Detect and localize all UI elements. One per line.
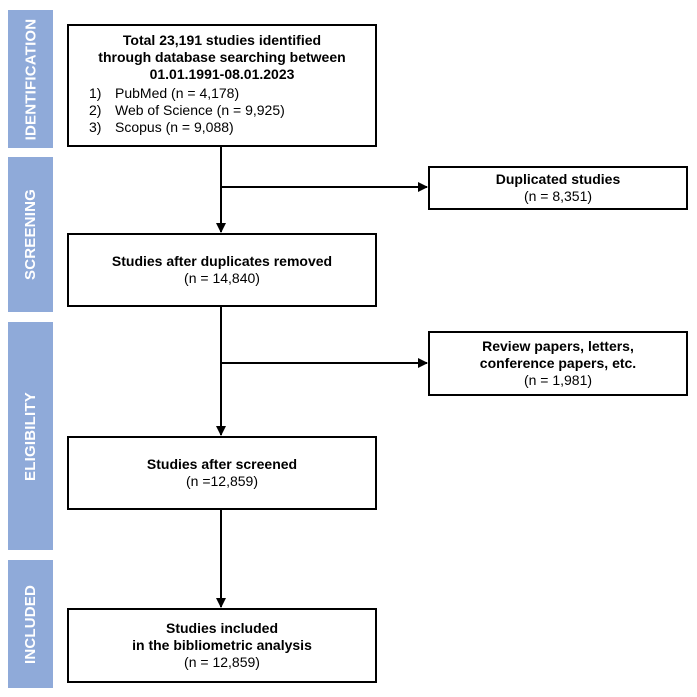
database-source-item: 2) Web of Science (n = 9,925) (89, 102, 369, 119)
included-count: (n = 12,859) (184, 654, 260, 670)
included-title-line2: in the bibliometric analysis (132, 637, 312, 653)
after-screened-count: (n =12,859) (186, 473, 258, 489)
excluded-count: (n = 1,981) (523, 372, 593, 388)
identification-title-line1: Total 23,191 studies identified (122, 32, 322, 48)
after-duplicates-title: Studies after duplicates removed (111, 253, 333, 269)
source-text: PubMed (n = 4,178) (115, 85, 240, 101)
source-number: 3) (89, 119, 102, 135)
excluded-title-line1: Review papers, letters, (482, 338, 634, 354)
stage-included: INCLUDED (8, 560, 53, 688)
source-text: Scopus (n = 9,088) (115, 119, 234, 135)
source-number: 1) (89, 85, 102, 101)
included-box: Studies included in the bibliometric ana… (67, 608, 377, 683)
identification-title-line2: through database searching between (98, 49, 346, 65)
source-text: Web of Science (n = 9,925) (115, 102, 285, 118)
database-source-item: 3) Scopus (n = 9,088) (89, 119, 369, 136)
duplicates-title: Duplicated studies (495, 171, 621, 187)
stage-screening: SCREENING (8, 157, 53, 312)
after-duplicates-box: Studies after duplicates removed (n = 14… (67, 233, 377, 307)
database-source-list: 1) PubMed (n = 4,178) 2) Web of Science (n… (75, 85, 369, 136)
included-title-line1: Studies included (165, 620, 278, 636)
excluded-title-line2: conference papers, etc. (479, 355, 637, 371)
database-source-item: 1) PubMed (n = 4,178) (89, 85, 369, 102)
after-screened-box: Studies after screened (n =12,859) (67, 436, 377, 510)
source-number: 2) (89, 102, 102, 118)
duplicates-count: (n = 8,351) (523, 188, 593, 204)
identification-box: Total 23,191 studies identified through … (67, 24, 377, 147)
after-screened-title: Studies after screened (146, 456, 298, 472)
excluded-box: Review papers, letters, conference paper… (428, 331, 688, 396)
stage-eligibility: ELIGIBILITY (8, 322, 53, 550)
stage-identification: IDENTIFICATION (8, 10, 53, 148)
after-duplicates-count: (n = 14,840) (184, 270, 260, 286)
identification-title-line3: 01.01.1991-08.01.2023 (149, 66, 295, 82)
duplicates-box: Duplicated studies (n = 8,351) (428, 166, 688, 210)
